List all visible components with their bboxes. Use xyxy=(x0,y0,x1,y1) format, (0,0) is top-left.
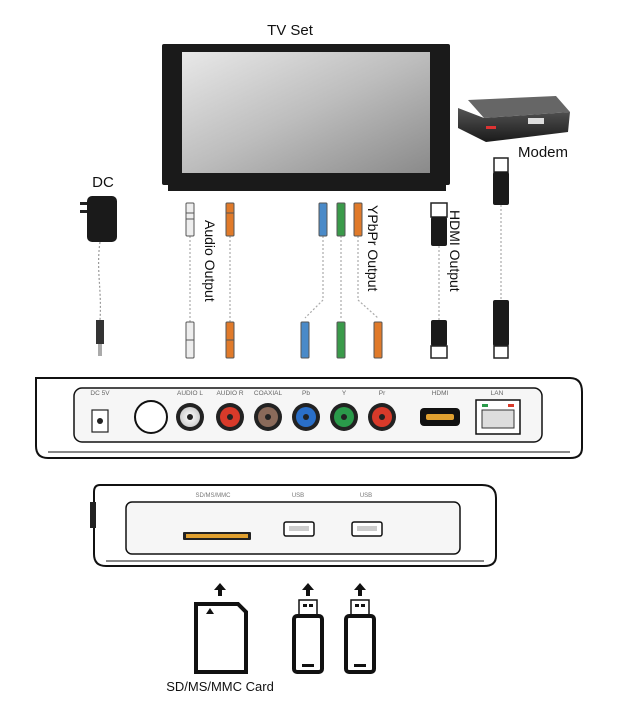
rca-plug-icon xyxy=(318,202,328,237)
tv-icon xyxy=(162,44,450,191)
audio-output-label: Audio Output xyxy=(202,220,218,302)
sd-card-icon xyxy=(194,602,248,674)
arrow-up-icon xyxy=(302,583,314,596)
usb1-label: USB xyxy=(292,493,304,499)
audio-cable xyxy=(185,202,235,359)
modem-label: Modem xyxy=(518,144,568,161)
usb-stick-icon xyxy=(292,599,324,674)
rca-plug-icon xyxy=(185,321,195,359)
dc-port-label: DC 5V xyxy=(90,390,110,397)
modem-icon xyxy=(458,96,570,142)
audio-r-label: AUDIO R xyxy=(216,390,243,397)
arrow-up-icon xyxy=(214,583,226,596)
usb-stick-icon xyxy=(344,599,376,674)
rca-plug-icon xyxy=(225,202,235,237)
rca-plug-icon xyxy=(373,321,383,359)
dc-label: DC xyxy=(92,174,114,191)
rca-plug-icon xyxy=(300,321,310,359)
rear-panel: DC 5V AUDIO L AUDIO R COAXIAL Pb Y Pr HD… xyxy=(35,377,583,459)
usb-plug-icon xyxy=(493,157,509,205)
rca-plug-icon xyxy=(353,202,363,237)
audio-l-label: AUDIO L xyxy=(177,390,203,397)
power-adapter-icon xyxy=(80,196,117,356)
lan-cable xyxy=(493,157,509,359)
card-slot-label: SD/MS/MMC xyxy=(196,493,232,499)
pr-label: Pr xyxy=(379,390,386,397)
hdmi-plug-icon xyxy=(430,320,448,359)
y-label: Y xyxy=(342,390,347,397)
hdmi-port-label: HDMI xyxy=(432,390,449,397)
switch-knob xyxy=(134,400,168,434)
card-label: SD/MS/MMC Card xyxy=(166,679,274,694)
front-panel: SD/MS/MMC USB USB xyxy=(90,484,497,567)
hdmi-plug-icon xyxy=(430,202,448,246)
usb2-label: USB xyxy=(360,493,372,499)
rca-plug-icon xyxy=(185,202,195,237)
usb-plug-icon xyxy=(493,300,509,359)
rca-plug-icon xyxy=(336,321,346,359)
ypbpr-cable xyxy=(300,202,383,359)
pb-label: Pb xyxy=(302,390,310,397)
ypbpr-output-label: YPbPr Output xyxy=(365,205,381,291)
lan-port-label: LAN xyxy=(491,390,504,397)
hdmi-output-label: HDMI Output xyxy=(447,210,463,292)
arrow-up-icon xyxy=(354,583,366,596)
hdmi-cable xyxy=(430,202,448,359)
rca-plug-icon xyxy=(225,321,235,359)
tv-label: TV Set xyxy=(267,22,314,39)
rca-plug-icon xyxy=(336,202,346,237)
coaxial-label: COAXIAL xyxy=(254,390,283,397)
